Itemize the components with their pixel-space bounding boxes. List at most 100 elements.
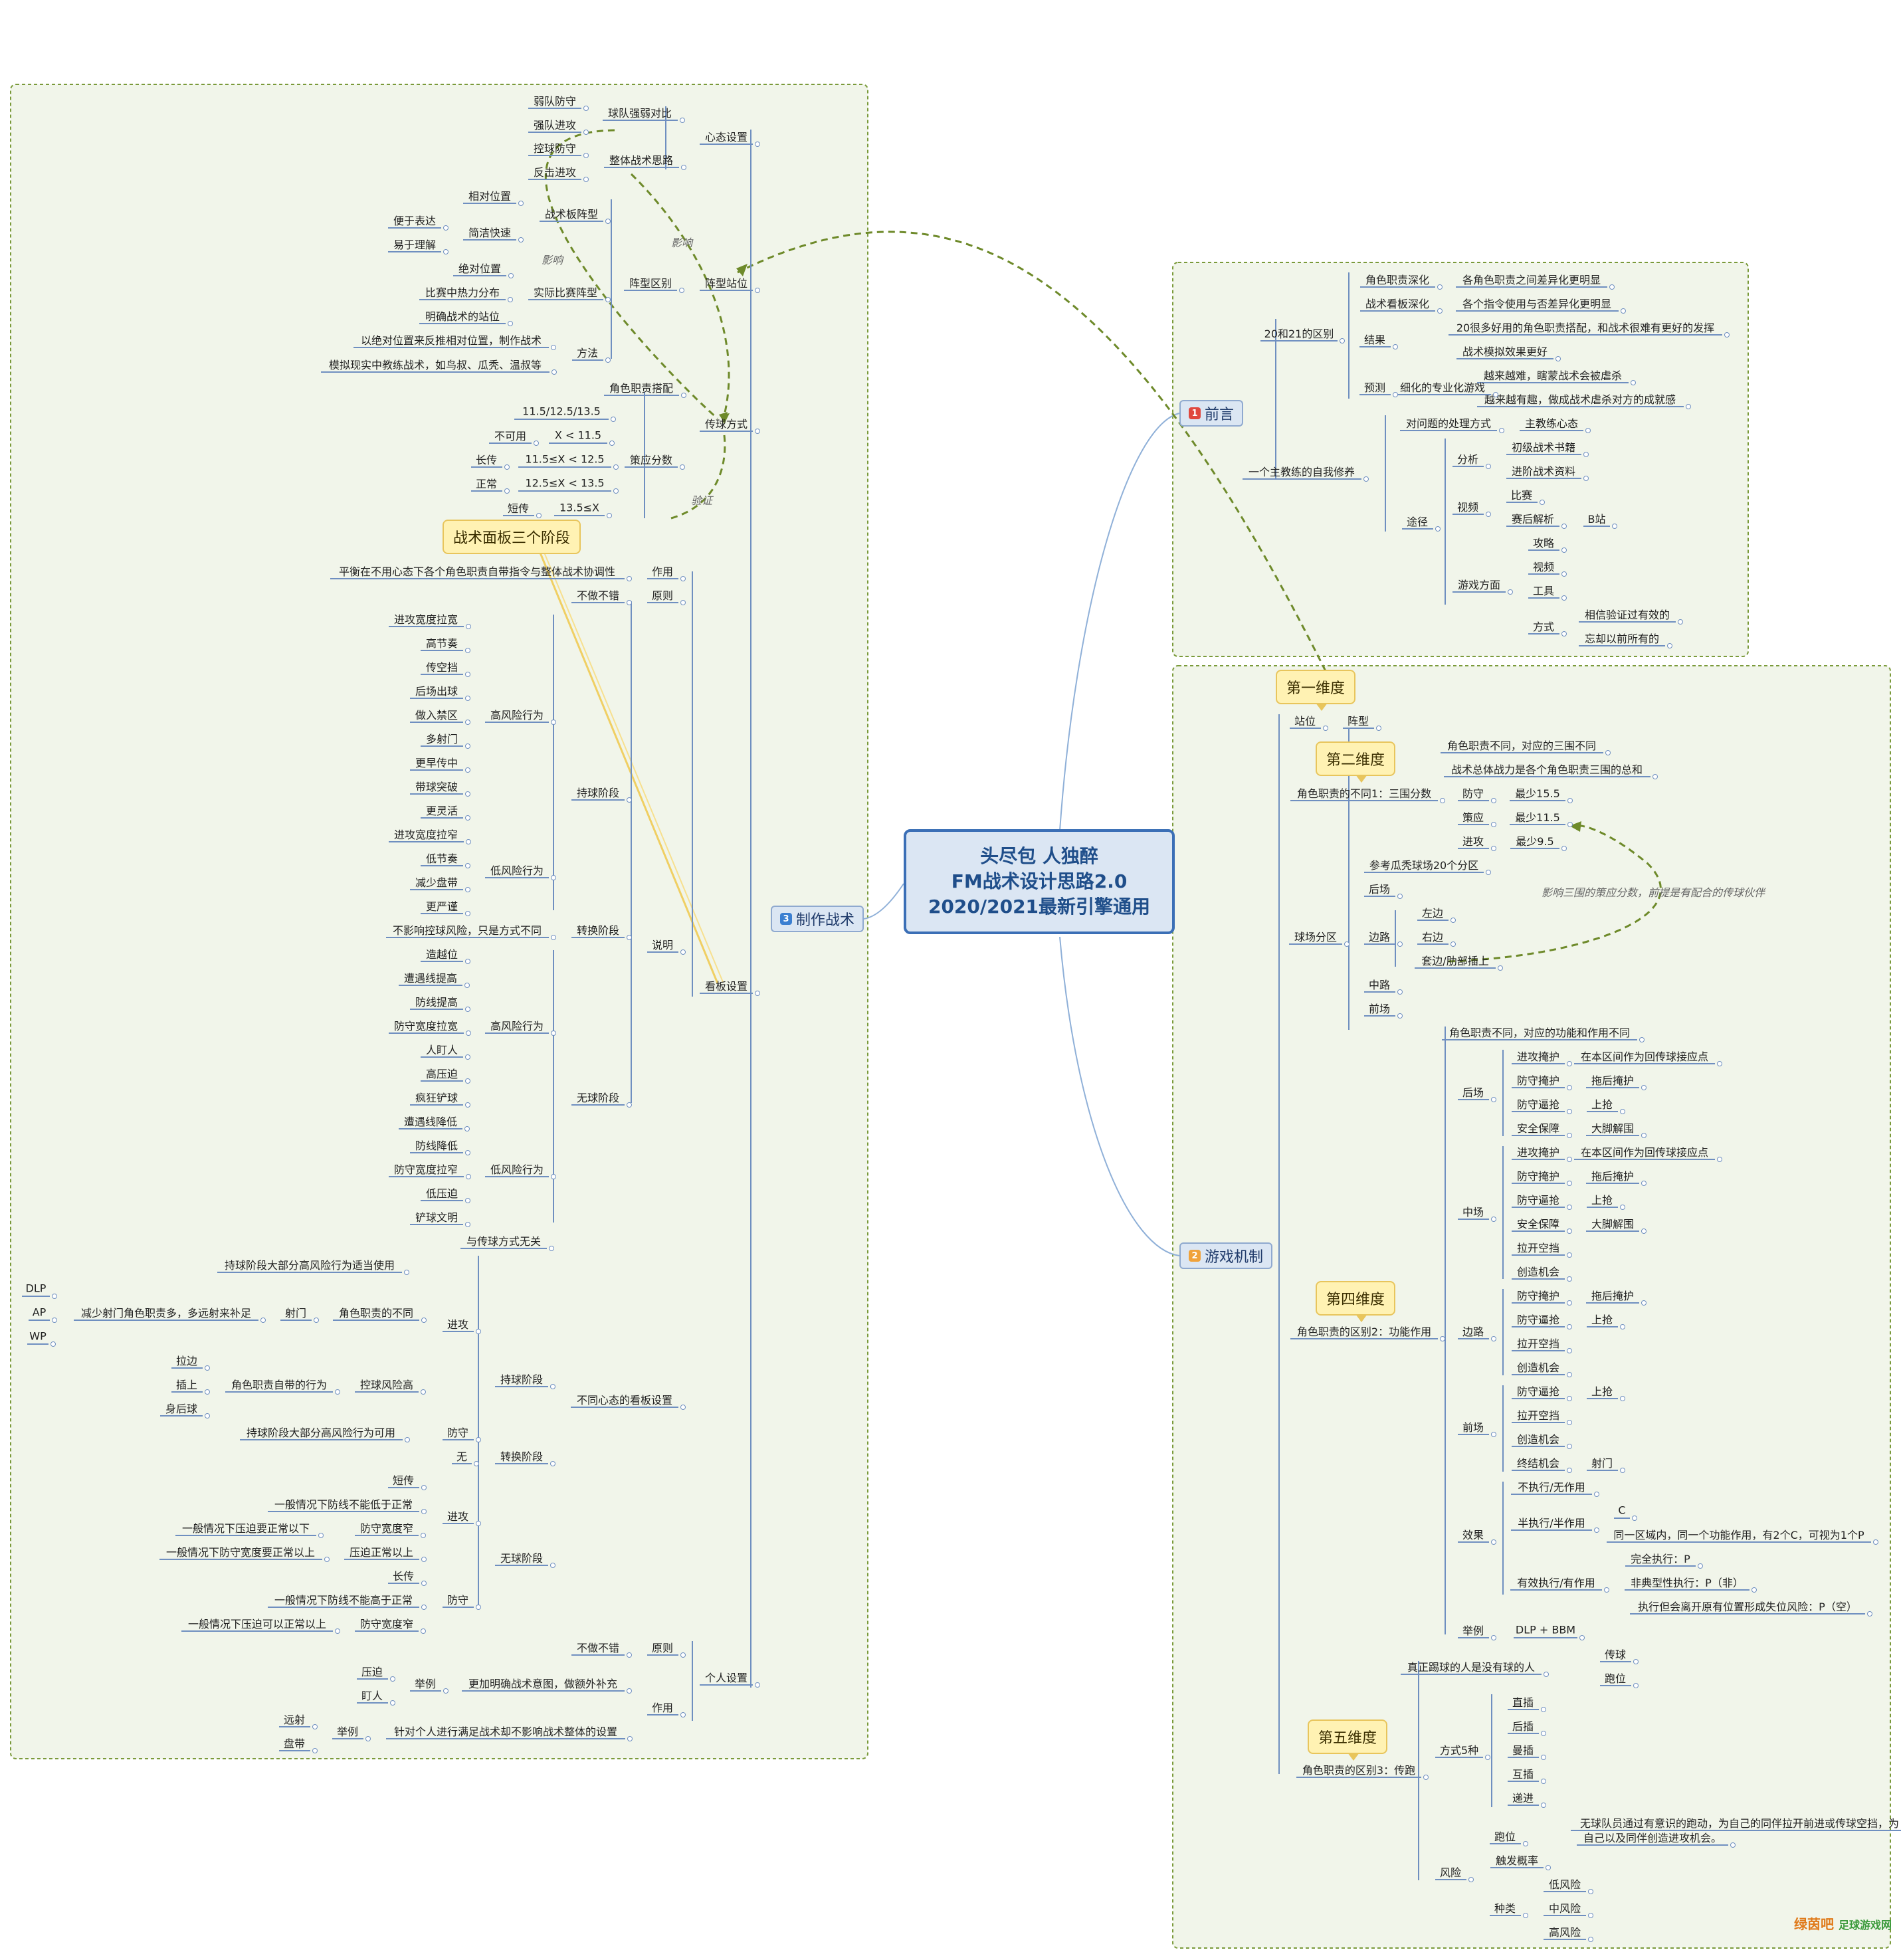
collapse-toggle-icon[interactable] <box>607 513 613 518</box>
mindmap-node-left-13[interactable]: 绝对位置 <box>458 262 502 275</box>
collapse-toggle-icon[interactable] <box>464 743 470 749</box>
collapse-toggle-icon[interactable] <box>1619 1109 1625 1114</box>
collapse-toggle-icon[interactable] <box>1539 500 1545 505</box>
collapse-toggle-icon[interactable] <box>679 118 685 123</box>
mindmap-node-left-2[interactable]: 强队进攻 <box>533 119 577 132</box>
central-topic[interactable]: 头尽包 人独醉 FM战术设计思路2.0 2020/2021最新引擎通用 <box>904 829 1175 934</box>
collapse-toggle-icon[interactable] <box>51 1294 57 1299</box>
collapse-toggle-icon[interactable] <box>679 288 684 293</box>
mindmap-node-pref-29[interactable]: 途径 <box>1406 516 1429 528</box>
mindmap-node-left-100[interactable]: 一般情况下压迫可以正常以上 <box>187 1618 327 1630</box>
collapse-toggle-icon[interactable] <box>1604 1587 1610 1593</box>
collapse-toggle-icon[interactable] <box>318 1533 324 1538</box>
mindmap-node-left-37[interactable]: 原则 <box>651 589 674 602</box>
mindmap-node-pref-3[interactable]: 战术看板深化 <box>1365 298 1430 310</box>
collapse-toggle-icon[interactable] <box>680 600 686 605</box>
collapse-toggle-icon[interactable] <box>1567 1372 1572 1377</box>
collapse-toggle-icon[interactable] <box>204 1413 210 1419</box>
collapse-toggle-icon[interactable] <box>421 1318 427 1323</box>
mindmap-node-pref-27[interactable]: 方式 <box>1532 621 1555 633</box>
mindmap-node-mech-20[interactable]: 球场分区 <box>1294 931 1338 943</box>
collapse-toggle-icon[interactable] <box>1697 1563 1703 1569</box>
mindmap-node-pref-19[interactable]: B站 <box>1587 513 1606 526</box>
mindmap-node-left-97[interactable]: 进攻 <box>447 1510 469 1523</box>
collapse-toggle-icon[interactable] <box>755 991 760 996</box>
collapse-toggle-icon[interactable] <box>1344 941 1350 947</box>
collapse-toggle-icon[interactable] <box>1567 1420 1572 1425</box>
collapse-toggle-icon[interactable] <box>755 142 760 147</box>
collapse-toggle-icon[interactable] <box>1685 404 1691 409</box>
mindmap-node-mech-9[interactable]: 进攻 <box>1462 835 1484 848</box>
mindmap-node-left-7[interactable]: 心态设置 <box>704 131 748 144</box>
mindmap-node-left-64[interactable]: 遭遇线降低 <box>403 1116 458 1128</box>
collapse-toggle-icon[interactable] <box>1666 643 1672 648</box>
mindmap-node-left-17[interactable]: 以绝对位置来反推相对位置，制作战术 <box>360 334 542 347</box>
mindmap-node-left-110[interactable]: 举例 <box>414 1678 437 1690</box>
mindmap-node-mech-59[interactable]: 半执行/半作用 <box>1518 1517 1585 1529</box>
mindmap-node-left-88[interactable]: 持球阶段 <box>500 1373 544 1386</box>
mindmap-node-mech-28[interactable]: 安全保障 <box>1516 1122 1560 1135</box>
collapse-toggle-icon[interactable] <box>1485 512 1491 517</box>
collapse-toggle-icon[interactable] <box>1561 631 1567 637</box>
mindmap-node-mech-15[interactable]: 右边 <box>1421 931 1444 943</box>
mindmap-node-mech-53[interactable]: 终结机会 <box>1516 1457 1560 1470</box>
mindmap-node-mech-73[interactable]: 曼插 <box>1512 1744 1534 1757</box>
mindmap-node-mech-30[interactable]: 后场 <box>1462 1086 1484 1099</box>
mindmap-node-mech-42[interactable]: 防守掩护 <box>1516 1290 1560 1302</box>
collapse-toggle-icon[interactable] <box>1485 1755 1491 1760</box>
mindmap-node-left-51[interactable]: 更严谨 <box>425 900 458 913</box>
mindmap-node-left-25[interactable]: X < 11.5 <box>554 429 602 442</box>
mindmap-node-left-112[interactable]: 远射 <box>283 1714 306 1726</box>
collapse-toggle-icon[interactable] <box>475 1521 481 1526</box>
callout-dimension-2[interactable]: 第二维度 <box>1316 741 1396 783</box>
mindmap-node-mech-78[interactable]: 自己以及同伴创造进攻机会。 <box>1583 1832 1722 1844</box>
collapse-toggle-icon[interactable] <box>465 1007 470 1012</box>
mindmap-node-left-30[interactable]: 短传 <box>507 502 530 515</box>
mindmap-node-left-66[interactable]: 防守宽度拉窄 <box>393 1163 458 1176</box>
collapse-toggle-icon[interactable] <box>1486 870 1492 875</box>
mindmap-node-pref-9[interactable]: 越来越有趣，做成战术虐杀对方的成就感 <box>1484 393 1676 406</box>
collapse-toggle-icon[interactable] <box>1619 1205 1625 1210</box>
collapse-toggle-icon[interactable] <box>474 1461 480 1466</box>
mindmap-node-pref-5[interactable]: 20很多好用的角色职责搭配，和战术很难有更好的发挥 <box>1456 322 1715 334</box>
collapse-toggle-icon[interactable] <box>465 696 470 701</box>
collapse-toggle-icon[interactable] <box>1561 547 1567 553</box>
mindmap-node-left-68[interactable]: 铲球文明 <box>415 1211 458 1224</box>
collapse-toggle-icon[interactable] <box>1567 1061 1572 1066</box>
collapse-toggle-icon[interactable] <box>421 1509 427 1514</box>
collapse-toggle-icon[interactable] <box>627 1102 632 1108</box>
collapse-toggle-icon[interactable] <box>443 225 449 231</box>
collapse-toggle-icon[interactable] <box>680 464 685 470</box>
mindmap-node-left-87[interactable]: 防守 <box>447 1426 469 1439</box>
collapse-toggle-icon[interactable] <box>465 1150 470 1155</box>
collapse-toggle-icon[interactable] <box>312 1748 318 1753</box>
mindmap-node-left-10[interactable]: 易于理解 <box>393 239 437 251</box>
collapse-toggle-icon[interactable] <box>421 1389 427 1395</box>
topic-game-mechanics[interactable]: 2 游戏机制 <box>1179 1242 1273 1269</box>
mindmap-node-left-54[interactable]: 不影响控球风险，只是方式不同 <box>392 924 542 937</box>
collapse-toggle-icon[interactable] <box>335 1389 341 1395</box>
collapse-toggle-icon[interactable] <box>627 797 632 803</box>
collapse-toggle-icon[interactable] <box>1490 1097 1496 1102</box>
mindmap-node-mech-85[interactable]: 风险 <box>1439 1866 1462 1879</box>
collapse-toggle-icon[interactable] <box>1567 1324 1572 1329</box>
collapse-toggle-icon[interactable] <box>551 369 557 375</box>
mindmap-node-mech-69[interactable]: 传球 <box>1604 1648 1627 1661</box>
collapse-toggle-icon[interactable] <box>1397 941 1403 947</box>
collapse-toggle-icon[interactable] <box>1490 1336 1496 1341</box>
collapse-toggle-icon[interactable] <box>464 983 470 988</box>
collapse-toggle-icon[interactable] <box>204 1389 210 1395</box>
collapse-toggle-icon[interactable] <box>507 297 513 302</box>
collapse-toggle-icon[interactable] <box>260 1318 266 1323</box>
collapse-toggle-icon[interactable] <box>1751 1587 1757 1593</box>
collapse-toggle-icon[interactable] <box>1437 284 1443 290</box>
collapse-toggle-icon[interactable] <box>1490 1432 1496 1437</box>
collapse-toggle-icon[interactable] <box>1490 1539 1496 1545</box>
collapse-toggle-icon[interactable] <box>551 875 557 880</box>
collapse-toggle-icon[interactable] <box>627 600 632 605</box>
collapse-toggle-icon[interactable] <box>464 911 470 916</box>
collapse-toggle-icon[interactable] <box>551 720 557 725</box>
mindmap-node-left-22[interactable]: 角色职责搭配 <box>609 382 674 395</box>
collapse-toggle-icon[interactable] <box>1678 619 1683 625</box>
collapse-toggle-icon[interactable] <box>1561 524 1567 529</box>
